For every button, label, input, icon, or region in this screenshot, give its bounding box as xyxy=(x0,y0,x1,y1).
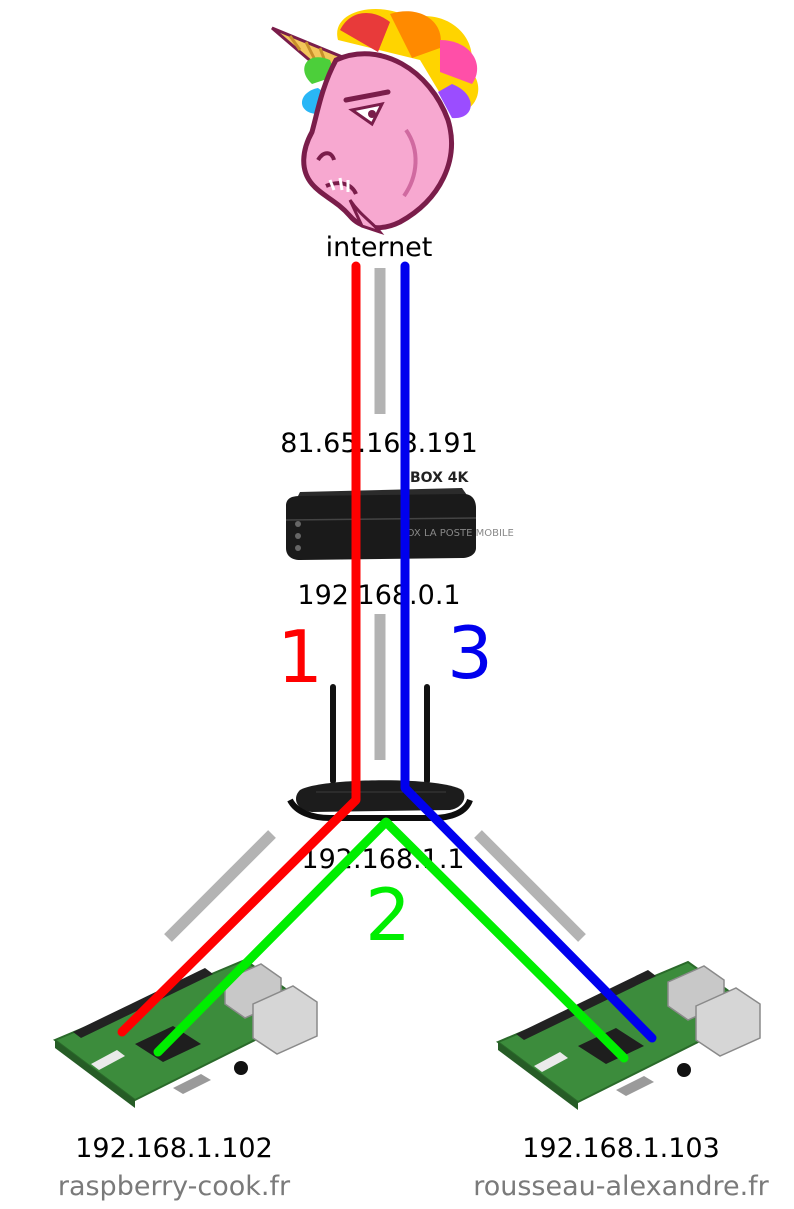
host-2-domain: rousseau-alexandre.fr xyxy=(473,1171,769,1202)
host-1-ip: 192.168.1.102 xyxy=(75,1133,273,1164)
modem-local-ip: 192.168.0.1 xyxy=(297,580,460,611)
antenna-icon xyxy=(330,684,336,784)
led-icon xyxy=(295,521,301,527)
modem-front-text: BOX LA POSTE MOBILE xyxy=(400,528,514,539)
raspberry-pi-board-2 xyxy=(496,960,761,1110)
path-3-line xyxy=(400,261,657,1043)
path-lines xyxy=(117,261,657,1063)
link-router-pi2 xyxy=(474,830,586,942)
modem-public-ip: 81.65.168.191 xyxy=(280,428,478,459)
internet-label: internet xyxy=(326,232,433,263)
link-router-pi1 xyxy=(164,830,276,942)
modem-box: BOX LA POSTE MOBILE BOX 4K xyxy=(285,470,514,560)
led-icon xyxy=(295,545,301,551)
host-1-domain: raspberry-cook.fr xyxy=(58,1171,291,1202)
path-2-line xyxy=(153,817,629,1063)
path-1-line xyxy=(117,261,361,1037)
host-2-ip: 192.168.1.103 xyxy=(522,1133,720,1164)
antenna-icon xyxy=(424,684,430,784)
link-bars xyxy=(164,268,586,942)
raspberry-pi-board-1 xyxy=(53,958,318,1108)
path-1-number: 1 xyxy=(277,615,323,699)
path-2-number: 2 xyxy=(365,873,411,957)
led-icon xyxy=(295,533,301,539)
path-3-number: 3 xyxy=(447,611,493,695)
unicorn-logo xyxy=(271,9,479,236)
modem-badge: BOX 4K xyxy=(410,470,469,486)
